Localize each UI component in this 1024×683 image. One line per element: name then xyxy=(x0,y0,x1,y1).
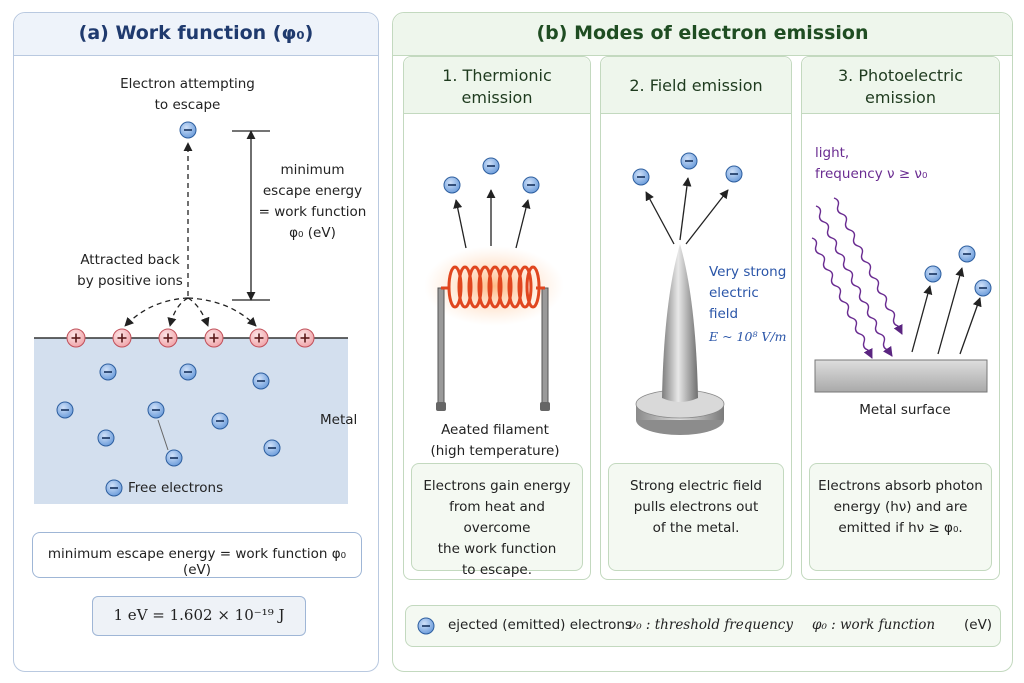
free-electron xyxy=(147,401,165,419)
free-electron xyxy=(179,363,197,381)
positive-ion xyxy=(158,328,178,348)
field-strength-label: Very strong electric field xyxy=(709,264,787,322)
electron-legend-icon xyxy=(417,617,435,635)
light-frequency-label: light, frequency ν ≥ ν₀ xyxy=(815,145,928,182)
free-electron xyxy=(56,401,74,419)
emitted-electron xyxy=(522,176,540,194)
free-electrons-label: Free electrons xyxy=(128,480,224,496)
work-function-formula: minimum escape energy = work function φ₀… xyxy=(32,532,362,578)
ev-conversion-text: 1 eV = 1.602 × 10⁻¹⁹ J xyxy=(113,606,285,624)
positive-ion xyxy=(295,328,315,348)
escaping-electron-label: Electron attempting to escape xyxy=(120,76,255,113)
attraction-arrows xyxy=(124,297,257,327)
escaping-electron xyxy=(179,121,197,139)
free-electron xyxy=(263,439,281,457)
emitted-electron xyxy=(482,157,500,175)
energy-bracket xyxy=(232,130,270,301)
legend-electrons: ejected (emitted) electrons xyxy=(448,617,632,633)
filament-glow xyxy=(424,246,564,326)
metal-surface-label: Metal surface xyxy=(859,402,951,418)
positive-ion xyxy=(112,328,132,348)
emitted-electron xyxy=(632,168,650,186)
free-electron xyxy=(165,449,183,467)
metal-plate xyxy=(814,359,988,393)
free-electron xyxy=(252,372,270,390)
emitted-electron xyxy=(974,279,992,297)
positive-ion xyxy=(66,328,86,348)
positive-ion xyxy=(249,328,269,348)
escape-energy-label: minimum escape energy = work function φ₀… xyxy=(258,162,367,241)
emitted-electron xyxy=(725,165,743,183)
legend-threshold: ν₀ : threshold frequency xyxy=(628,617,793,633)
thermionic-arrows xyxy=(453,189,531,249)
ev-conversion: 1 eV = 1.602 × 10⁻¹⁹ J xyxy=(92,596,306,636)
work-function-header: (a) Work function (φ₀) xyxy=(14,13,378,56)
legend-bar: ejected (emitted) electrons ν₀ : thresho… xyxy=(405,605,1001,647)
field-emitter-tip xyxy=(635,244,725,435)
filament-caption: Aeated filament (high temperature) xyxy=(430,422,560,459)
emitted-electron xyxy=(680,152,698,170)
metal-label: Metal xyxy=(320,412,358,428)
emitted-electron xyxy=(958,245,976,263)
emitted-electron xyxy=(924,265,942,283)
formula-text: minimum escape energy = work function φ₀… xyxy=(47,546,347,578)
filament-coil xyxy=(441,265,545,309)
legend-work-function: φ₀ : work function xyxy=(812,617,936,633)
legend-unit: (eV) xyxy=(964,617,993,633)
free-electron xyxy=(211,412,229,430)
light-rays xyxy=(811,197,903,359)
free-electron-legend xyxy=(105,479,123,497)
attracted-back-label: Attracted back by positive ions xyxy=(77,252,183,289)
positive-ion xyxy=(204,328,224,348)
field-arrows xyxy=(645,177,729,245)
free-electron xyxy=(97,429,115,447)
free-electron xyxy=(99,363,117,381)
work-function-title: (a) Work function (φ₀) xyxy=(78,22,314,44)
emitted-electron xyxy=(443,176,461,194)
pointer-line xyxy=(157,419,169,451)
field-strength-value: E ~ 10⁸ V/m xyxy=(709,329,787,344)
photo-arrows xyxy=(911,267,982,355)
